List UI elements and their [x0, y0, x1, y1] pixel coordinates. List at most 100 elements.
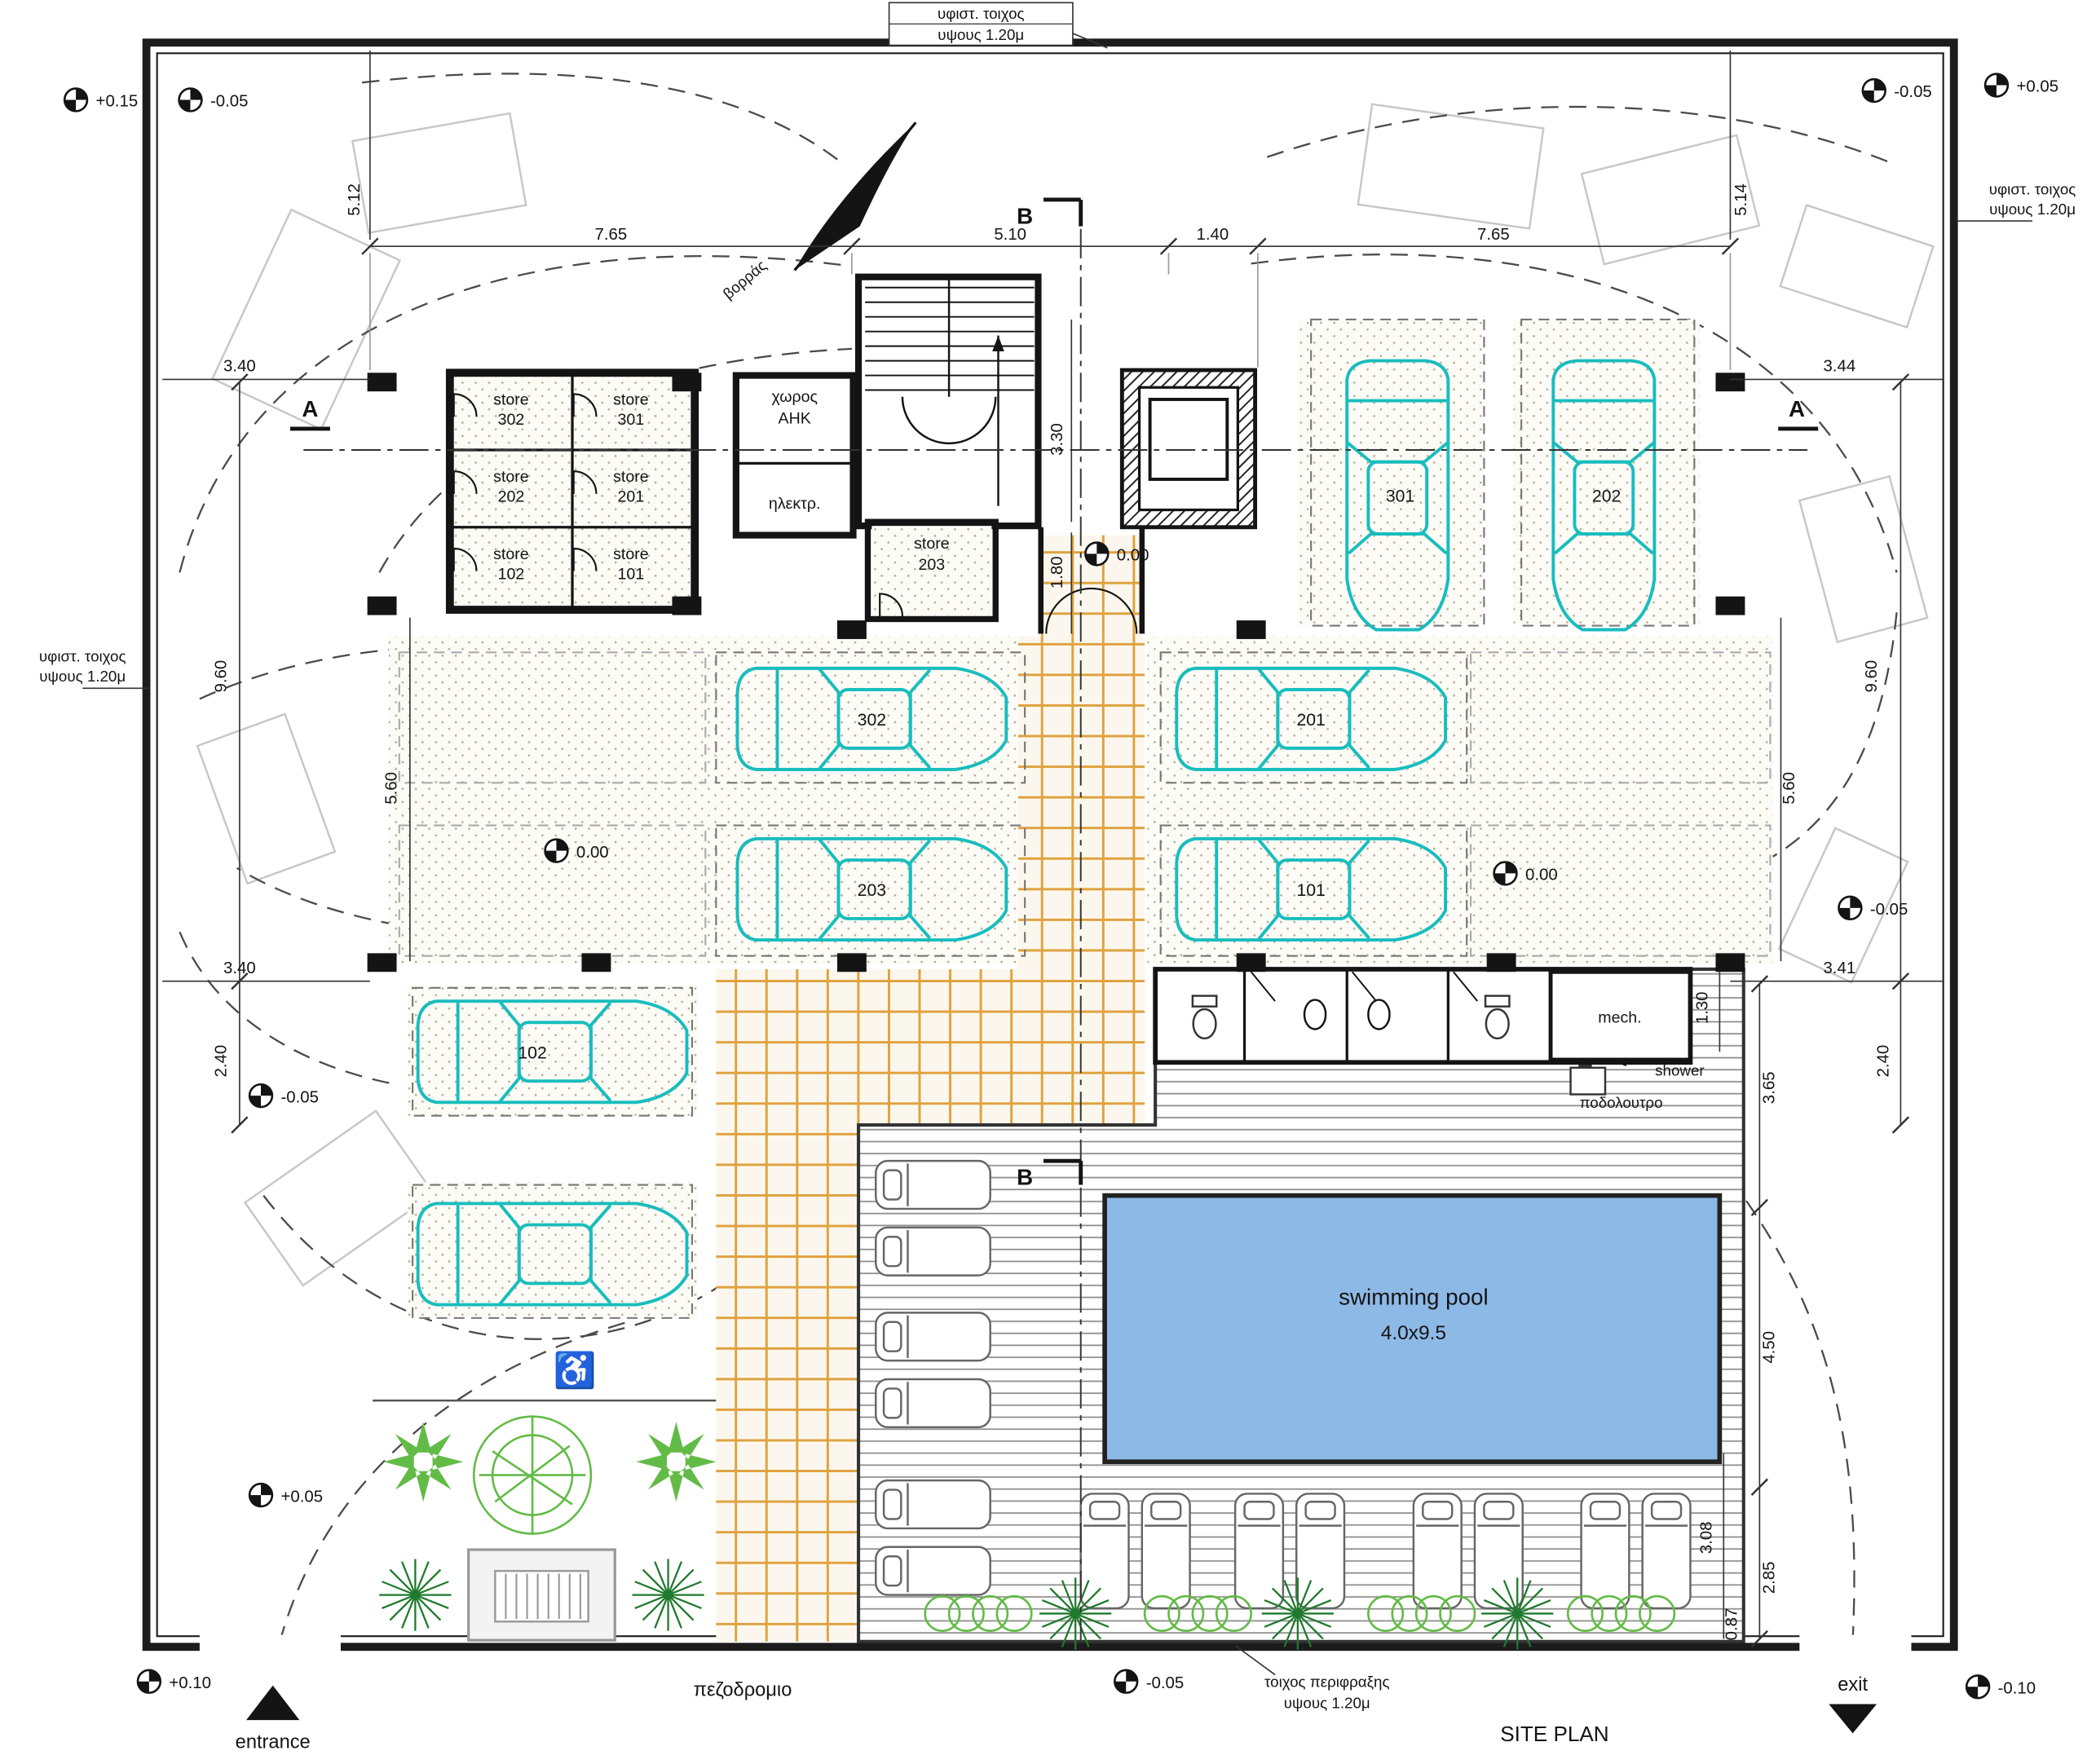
dim-5-60-right: 5.60 — [1780, 772, 1798, 805]
ghost-buildings — [196, 103, 1935, 1287]
section-letter-a-right: A — [1789, 396, 1805, 421]
wall-note-text: υφιστ. τοιχος — [39, 648, 126, 665]
swimming-pool — [1102, 1193, 1723, 1465]
level-label: +0.15 — [96, 93, 139, 111]
sink — [1367, 999, 1391, 1030]
section-letter-b-bottom: B — [1017, 1165, 1033, 1190]
entry-doors — [1045, 587, 1138, 634]
level-label: -0.05 — [280, 1088, 319, 1106]
section-letter-b-top: B — [1017, 203, 1033, 228]
dim-5-12: 5.12 — [346, 183, 364, 216]
store-word: store — [613, 468, 649, 486]
level-label: -0.05 — [210, 93, 249, 111]
dimension-lines — [162, 51, 1944, 1648]
store-202-num: 202 — [498, 488, 525, 506]
wall-note-text: υψους 1.20μ — [39, 668, 126, 685]
room-labels: store 302 store 301 store 202 store 201 … — [493, 388, 1704, 1111]
car-number-301: 301 — [1386, 487, 1414, 506]
wall-note-top: υφιστ. τοιχος υψους 1.20μ — [888, 2, 1108, 49]
electrical-room — [732, 372, 857, 539]
store-doors — [452, 393, 598, 571]
entry-grate — [467, 1548, 616, 1642]
junction-tiles — [716, 968, 1145, 1126]
garden — [373, 1399, 1676, 1651]
exit-opening — [1799, 1634, 1912, 1656]
wall-note-left: υφιστ. τοιχος υψους 1.20μ — [39, 648, 149, 690]
level-markers: +0.15 -0.05 -0.05 +0.05 0.00 0.00 0.00 -… — [63, 73, 2058, 1700]
level-label: 0.00 — [1117, 547, 1149, 565]
dim-4-50: 4.50 — [1760, 1331, 1778, 1364]
garage-floor-301 — [1297, 319, 1485, 626]
store-301-num: 301 — [618, 411, 645, 429]
stores-block — [445, 368, 699, 614]
parking-floor-102 — [407, 985, 698, 1116]
level-label: +0.05 — [280, 1488, 323, 1506]
car-number-203: 203 — [858, 881, 886, 900]
plant-burst — [1038, 1577, 1113, 1651]
dimension-labels: 7.65 5.10 1.40 7.65 5.12 5.14 3.40 3.44 … — [213, 183, 1893, 1640]
north-label: βορράς — [720, 257, 770, 302]
dim-3-08: 3.08 — [1698, 1521, 1716, 1554]
level-label: +0.10 — [169, 1674, 211, 1692]
electrical-label: ηλεκτρ. — [769, 495, 821, 513]
level-label: -0.10 — [1998, 1679, 2036, 1697]
footbath-label: ποδολουτρο — [1580, 1094, 1663, 1111]
dim-3-65: 3.65 — [1760, 1071, 1778, 1104]
wall-note-fence: τοιχος περιφραξης υψους 1.20μ — [1234, 1644, 1390, 1711]
plant-burst — [378, 1558, 452, 1632]
dim-top-2: 5.10 — [994, 226, 1026, 244]
columns — [367, 373, 1745, 972]
level-label: 0.00 — [1525, 867, 1558, 884]
level-label: 0.00 — [576, 844, 609, 862]
dim-5-60-left: 5.60 — [383, 772, 401, 805]
store-word: store — [493, 468, 529, 486]
toilet-fixture — [1191, 994, 1218, 1040]
footer-labels: entrance exit πεζοδρομιο SITE PLAN — [236, 1674, 1877, 1753]
drawing-title: SITE PLAN — [1500, 1722, 1608, 1746]
toilet-doors — [1250, 971, 1479, 1002]
elevator-car — [1148, 398, 1229, 481]
car-number-202: 202 — [1592, 487, 1621, 506]
wall-note-text: υψους 1.20μ — [938, 26, 1024, 43]
store-102-num: 102 — [498, 565, 525, 583]
exit-arrow — [1829, 1704, 1877, 1734]
entrance-label: entrance — [236, 1731, 311, 1753]
wall-note-text: υψους 1.20μ — [1284, 1694, 1370, 1711]
wall-notes: υφιστ. τοιχος υψους 1.20μ υφιστ. τοιχος … — [39, 2, 2076, 1711]
dim-top-4: 7.65 — [1477, 226, 1510, 244]
entry-corridor — [1038, 527, 1145, 634]
garage-floor-202 — [1513, 319, 1700, 626]
stairs — [854, 273, 1042, 530]
store-word: store — [914, 535, 950, 553]
store-101-num: 101 — [618, 565, 645, 583]
car-number-201: 201 — [1296, 711, 1325, 730]
dim-3-40-bottom: 3.40 — [223, 959, 256, 977]
dim-2-85: 2.85 — [1760, 1561, 1778, 1594]
dim-top-1: 7.65 — [595, 226, 628, 244]
dim-1-80: 1.80 — [1048, 556, 1066, 589]
dim-0-87: 0.87 — [1723, 1608, 1741, 1641]
dim-1-30: 1.30 — [1694, 991, 1712, 1024]
level-label: +0.05 — [2016, 78, 2058, 96]
car-number-102: 102 — [518, 1043, 546, 1062]
exit-label: exit — [1838, 1674, 1868, 1696]
ahk-room-label-2: ΑΗΚ — [779, 409, 811, 427]
store-201-num: 201 — [618, 488, 645, 506]
plant-burst — [1260, 1577, 1335, 1651]
handicap-symbol: ♿ — [554, 1350, 597, 1390]
wall-note-text: υφιστ. τοιχος — [938, 5, 1025, 22]
level-label: -0.05 — [1870, 901, 1908, 919]
section-letter-a-left: A — [302, 396, 318, 421]
toilets-block — [1153, 967, 1693, 1065]
wall-note-text: υφιστ. τοιχος — [1989, 180, 2076, 197]
level-label: -0.05 — [1894, 83, 1932, 101]
dim-3-30: 3.30 — [1048, 423, 1066, 456]
pool-size-label: 4.0x9.5 — [1381, 1322, 1446, 1344]
building-core — [367, 273, 1745, 1065]
dim-3-44: 3.44 — [1823, 358, 1855, 376]
pool-deck: swimming pool 4.0x9.5 — [857, 967, 1745, 1643]
dim-top-3: 1.40 — [1196, 226, 1229, 244]
parking-floor-east — [1147, 636, 1773, 964]
